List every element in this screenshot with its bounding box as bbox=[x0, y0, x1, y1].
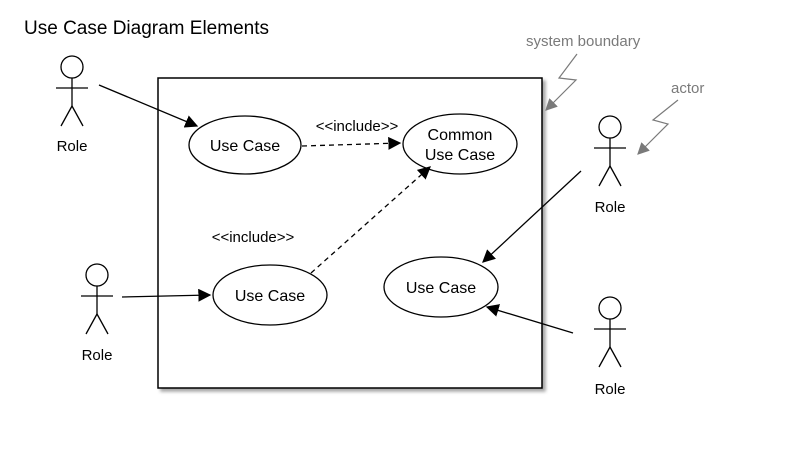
actor-bottom-left-label: Role bbox=[82, 347, 113, 364]
association-bottom-left bbox=[121, 288, 212, 302]
diagram-title: Use Case Diagram Elements bbox=[24, 18, 269, 39]
include-label-top: <<include>> bbox=[316, 118, 399, 135]
include-label-middle: <<include>> bbox=[212, 229, 295, 246]
use-case-common bbox=[402, 113, 518, 175]
use-case-common-label-line2: Use Case bbox=[425, 147, 495, 164]
use-case-right bbox=[383, 256, 499, 318]
use-case-bottom-left-label: Use Case bbox=[235, 288, 305, 305]
actor-right-lower bbox=[594, 296, 626, 368]
use-case-bottom-left bbox=[212, 264, 328, 326]
system-boundary-pointer bbox=[545, 53, 578, 111]
association-right-lower bbox=[485, 304, 574, 334]
include-arrow-top bbox=[301, 136, 402, 150]
use-case-top-left-label: Use Case bbox=[210, 138, 280, 155]
actor-annotation: actor bbox=[671, 80, 704, 97]
actor-top-left-label: Role bbox=[57, 138, 88, 155]
actor-right-upper bbox=[594, 115, 626, 187]
actor-top-left bbox=[56, 55, 88, 127]
association-right-upper bbox=[482, 170, 582, 263]
system-boundary-annotation: system boundary bbox=[526, 33, 641, 50]
use-case-top-left bbox=[188, 115, 302, 175]
actor-right-lower-label: Role bbox=[595, 381, 626, 398]
actor-bottom-left bbox=[81, 263, 113, 335]
use-case-common-label-line1: Common bbox=[428, 127, 493, 144]
actor-right-upper-label: Role bbox=[595, 199, 626, 216]
actor-pointer bbox=[637, 99, 679, 155]
use-case-right-label: Use Case bbox=[406, 280, 476, 297]
association-top-left bbox=[98, 84, 199, 128]
